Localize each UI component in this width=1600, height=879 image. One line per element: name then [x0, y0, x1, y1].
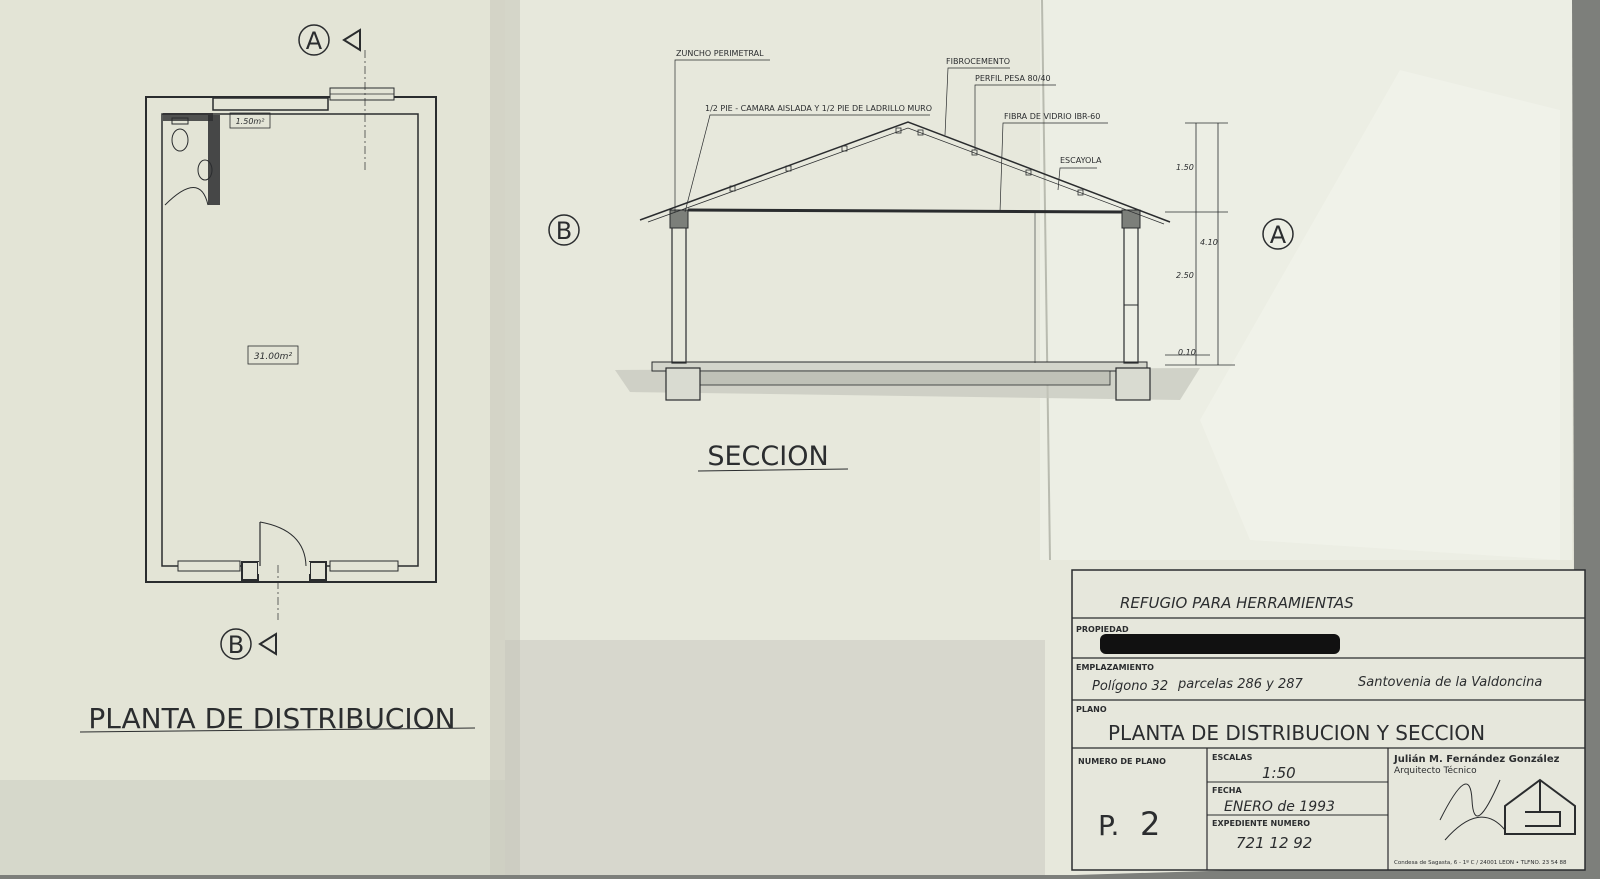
main-door-swing — [259, 521, 307, 567]
emplazamiento-parcelas: parcelas 286 y 287 — [1177, 677, 1304, 692]
escalas-value: 1:50 — [1262, 764, 1296, 782]
dimension-lines — [1165, 122, 1235, 366]
section-marker-b-circle — [548, 214, 580, 246]
title-block: REFUGIO PARA HERRAMIENTAS PROPIEDAD EMPL… — [1071, 569, 1586, 871]
toilet-icon — [171, 128, 189, 152]
ring-beam-right — [1121, 209, 1141, 229]
pillar-left — [241, 561, 259, 581]
ceiling-line — [687, 208, 1123, 214]
author-title: Arquitecto Técnico — [1394, 765, 1477, 776]
numero-plano-prefix: P. — [1098, 809, 1119, 842]
callout-fibra: FIBRA DE VIDRIO IBR-60 — [1004, 112, 1100, 121]
wc-partition — [208, 115, 220, 205]
author-address: Condesa de Sagasta, 6 - 1º C / 24001 LEO… — [1394, 859, 1567, 866]
signature-scribble — [1439, 779, 1506, 841]
section-marker-a-circle — [1262, 218, 1294, 250]
ring-beam-left — [669, 209, 689, 229]
callout-fibrocemento: FIBROCEMENTO — [946, 57, 1010, 66]
marker-b-arrow-icon — [258, 632, 277, 656]
emplazamiento-label: EMPLAZAMIENTO — [1076, 663, 1154, 672]
dim-4: 0.10 — [1178, 348, 1196, 357]
emplazamiento-localidad: Santovenia de la Valdoncina — [1358, 675, 1542, 690]
callout-perfil: PERFIL PESA 80/40 — [975, 74, 1051, 83]
gravel-bed — [699, 370, 1111, 386]
bottom-window-right — [329, 560, 399, 572]
callout-escayola: ESCAYOLA — [1060, 156, 1102, 165]
numero-plano-label: NUMERO DE PLANO — [1078, 757, 1166, 766]
fecha-value: ENERO de 1993 — [1224, 799, 1335, 815]
shadow-bottom-left — [0, 780, 505, 875]
dim-2: 4.10 — [1200, 238, 1218, 247]
bottom-window-left — [177, 560, 241, 572]
author-name: Julián M. Fernández González — [1393, 753, 1560, 765]
roof-line — [639, 121, 1171, 223]
callout-zuncho: ZUNCHO PERIMETRAL — [676, 49, 764, 58]
marker-b-circle — [220, 628, 252, 660]
fecha-label: FECHA — [1212, 786, 1242, 795]
roof-purlins — [729, 127, 1084, 196]
section-title: SECCION — [707, 441, 828, 472]
marker-a-arrow-icon — [342, 28, 361, 52]
numero-plano-value: 2 — [1140, 805, 1160, 843]
project-title: REFUGIO PARA HERRAMIENTAS — [1120, 594, 1354, 612]
footing-right — [1115, 367, 1151, 401]
leader-lines — [674, 59, 1108, 213]
area-wc-label: 1.50m² — [236, 117, 266, 126]
area-main-label: 31.00m² — [254, 352, 293, 362]
marker-a-circle — [298, 24, 330, 56]
title-block-frame — [1071, 569, 1586, 871]
floor-plan: 1.50m² 31.00m² A B PLANTA DE DISTRIBUCIO… — [79, 24, 476, 735]
wc-door-swing — [164, 187, 209, 206]
propiedad-label: PROPIEDAD — [1076, 625, 1129, 634]
floor-slab — [651, 361, 1148, 372]
dim-3: 2.50 — [1176, 271, 1194, 280]
plano-value: PLANTA DE DISTRIBUCION Y SECCION — [1108, 721, 1485, 745]
shadow-area — [505, 640, 1045, 875]
plan-title: PLANTA DE DISTRIBUCION — [88, 702, 455, 735]
sink-icon — [197, 159, 213, 181]
callout-camara: 1/2 PIE - CAMARA AISLADA Y 1/2 PIE DE LA… — [705, 104, 932, 113]
marker-b: B — [228, 631, 244, 659]
fold-edge — [1041, 0, 1051, 561]
section-marker-b: B — [556, 217, 572, 245]
professional-seal-icon — [1504, 778, 1576, 835]
redacted-owner — [1100, 634, 1340, 654]
expediente-value: 721 12 92 — [1236, 834, 1312, 852]
section-drawing: ZUNCHO PERIMETRAL FIBROCEMENTO PERFIL PE… — [548, 49, 1294, 472]
dim-1: 1.50 — [1176, 163, 1194, 172]
marker-a: A — [306, 27, 323, 55]
left-page — [0, 0, 505, 875]
back-note-paper — [1200, 70, 1560, 560]
page-fold — [490, 0, 520, 875]
plan-outer-wall — [145, 96, 437, 583]
section-marker-a: A — [1270, 221, 1287, 249]
expediente-label: EXPEDIENTE NUMERO — [1212, 819, 1310, 828]
section-title-underline — [697, 468, 849, 472]
pillar-right — [309, 561, 327, 581]
escalas-label: ESCALAS — [1212, 753, 1253, 762]
plan-title-underline — [79, 727, 476, 733]
plano-label: PLANO — [1076, 705, 1107, 714]
emplazamiento-poligono: Polígono 32 — [1092, 679, 1168, 694]
footing-left — [665, 367, 701, 401]
